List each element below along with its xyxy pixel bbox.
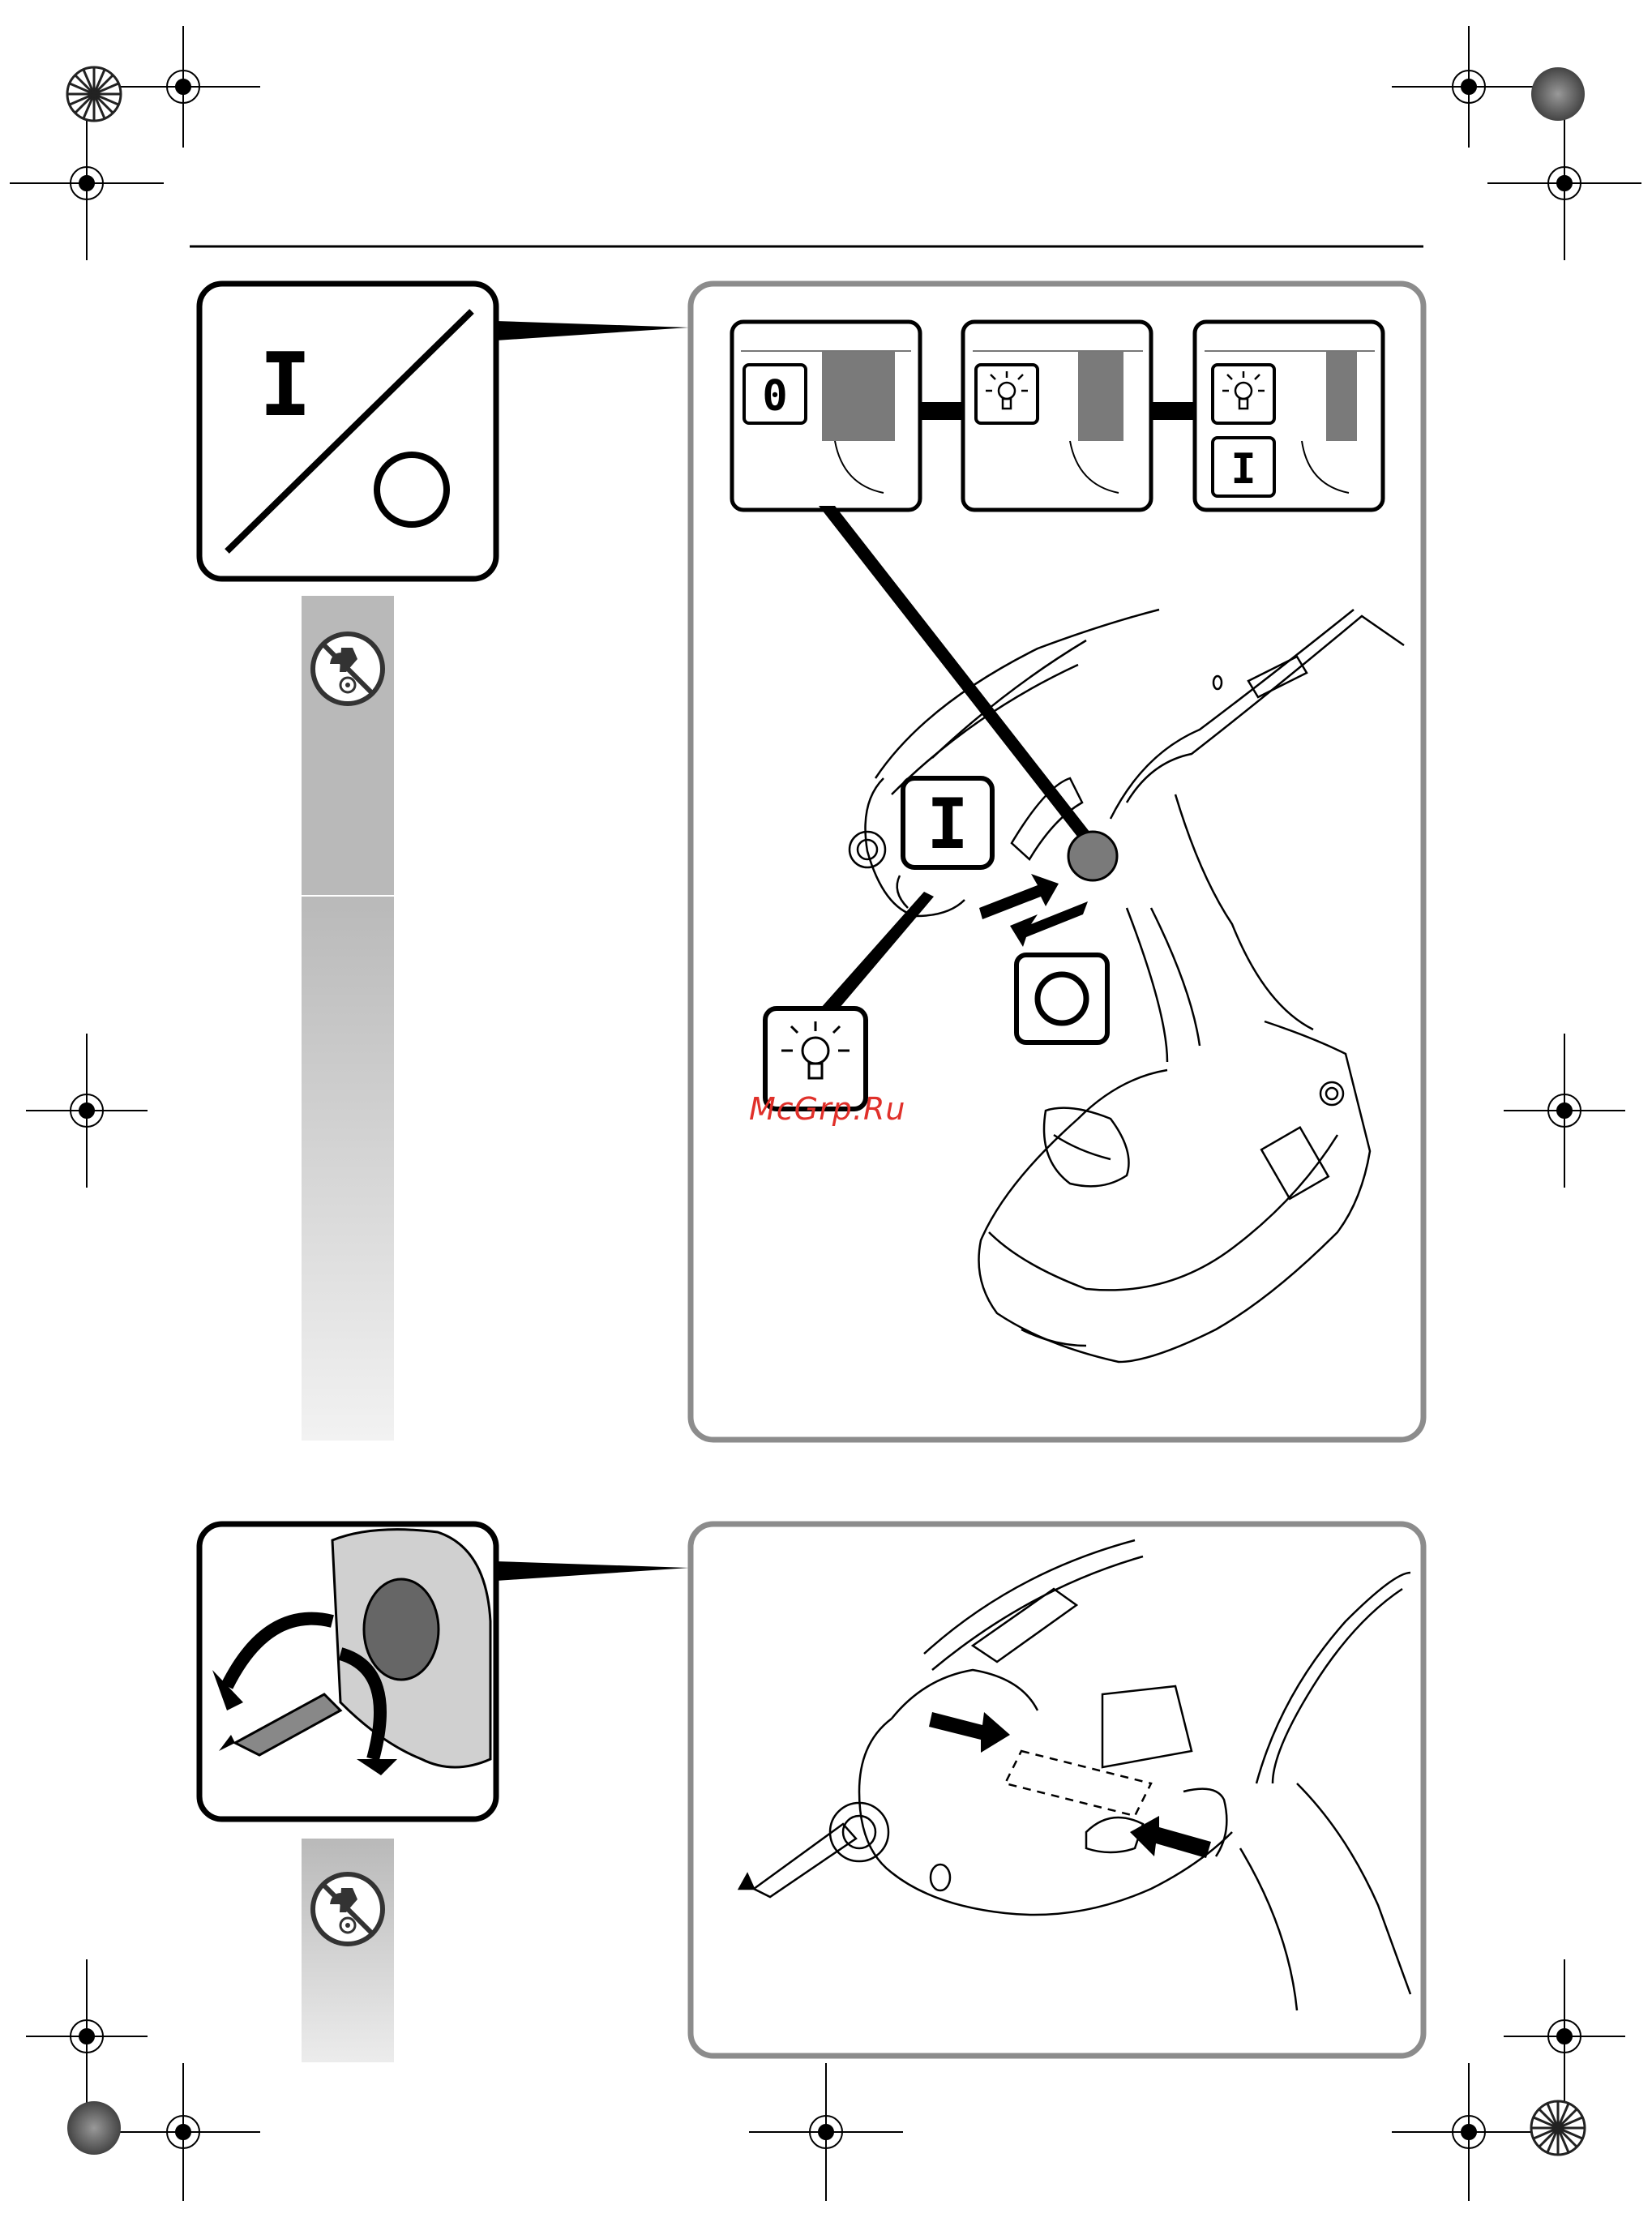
on-symbol-text: I [259, 335, 311, 436]
watermark: McGrp.Ru [749, 1091, 905, 1127]
drill-on-label: I [927, 784, 969, 865]
detail-on-label: I [1230, 445, 1256, 494]
detail-off-label: 0 [762, 372, 787, 421]
